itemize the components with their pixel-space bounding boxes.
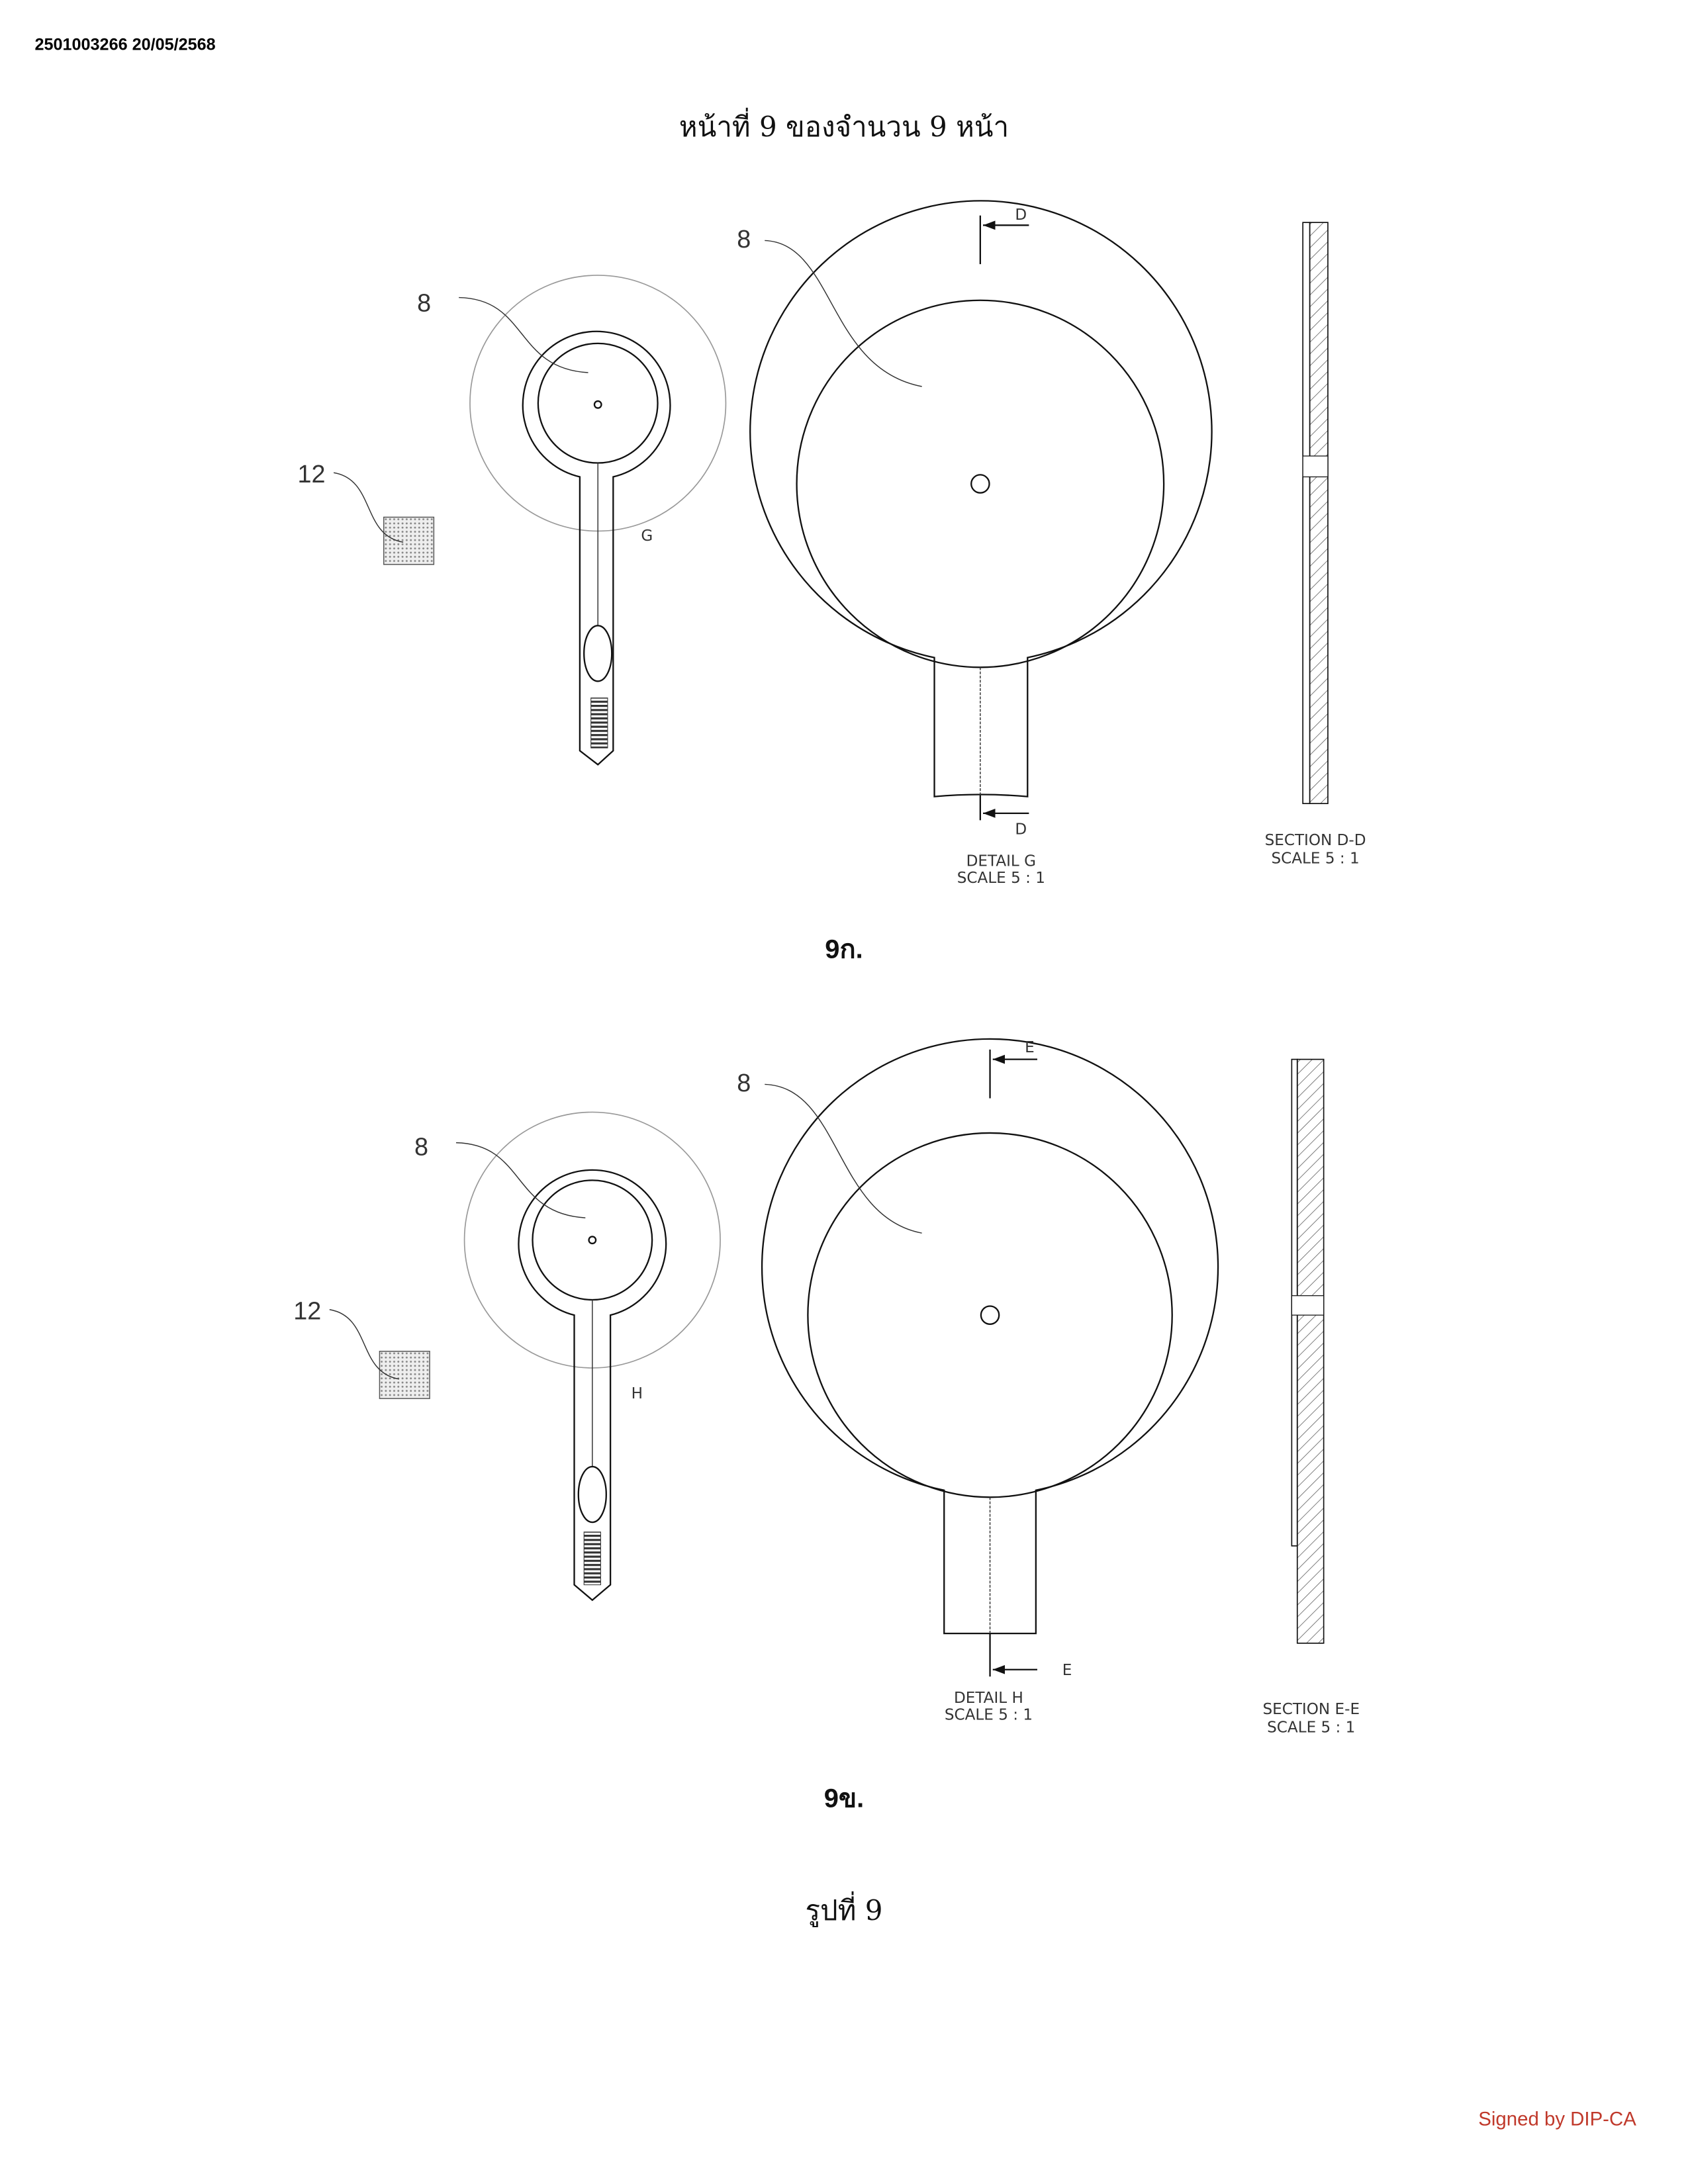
figure-b: 12 8 H 8 E E DETAIL H SCALE 5 : 1 SECTIO…	[293, 1038, 1360, 1813]
detail-marker: G	[641, 527, 653, 545]
figure-caption-a: 9ก.	[825, 934, 863, 964]
section-view	[1302, 222, 1311, 804]
leader-line	[333, 472, 404, 543]
label-12: 12	[293, 1297, 321, 1325]
section-mark-bottom: D	[1015, 821, 1027, 838]
figure-caption: รูปที่ 9	[806, 1891, 883, 1927]
part-12-square	[383, 516, 435, 565]
section-mark-top: E	[1025, 1039, 1035, 1056]
signature-text: Signed by DIP-CA	[1478, 2109, 1636, 2130]
part-12-square	[379, 1351, 430, 1399]
section-mark-bottom: E	[1062, 1662, 1072, 1679]
section-scale: SCALE 5 : 1	[1267, 1719, 1355, 1736]
large-device-outline	[761, 1038, 1219, 1635]
label-8-small: 8	[417, 290, 431, 318]
detail-scale: SCALE 5 : 1	[957, 870, 1045, 887]
section-mark-top: D	[1015, 206, 1027, 224]
section-title: SECTION D-D	[1265, 832, 1366, 849]
label-12: 12	[298, 461, 326, 488]
document-id: 2501003266 20/05/2568	[35, 36, 216, 54]
detail-title: DETAIL G	[966, 853, 1036, 870]
section-scale: SCALE 5 : 1	[1271, 850, 1359, 867]
section-title: SECTION E-E	[1262, 1701, 1360, 1718]
label-8-large: 8	[737, 1069, 751, 1097]
large-device-outline	[749, 200, 1213, 797]
small-device-outline	[518, 1169, 667, 1602]
detail-scale: SCALE 5 : 1	[945, 1706, 1033, 1723]
label-8-large: 8	[737, 226, 751, 253]
detail-marker: H	[632, 1385, 643, 1402]
label-8-small: 8	[414, 1134, 428, 1161]
figure-caption-b: 9ข.	[824, 1784, 865, 1813]
figure-a: 12 8 G 8 D D DETAIL G SCALE 5 : 1 SECTIO…	[298, 200, 1366, 964]
small-device-outline	[522, 330, 671, 766]
page-title: หน้าที่ 9 ของจำนวน 9 หน้า	[679, 108, 1009, 143]
detail-title: DETAIL H	[954, 1690, 1023, 1707]
